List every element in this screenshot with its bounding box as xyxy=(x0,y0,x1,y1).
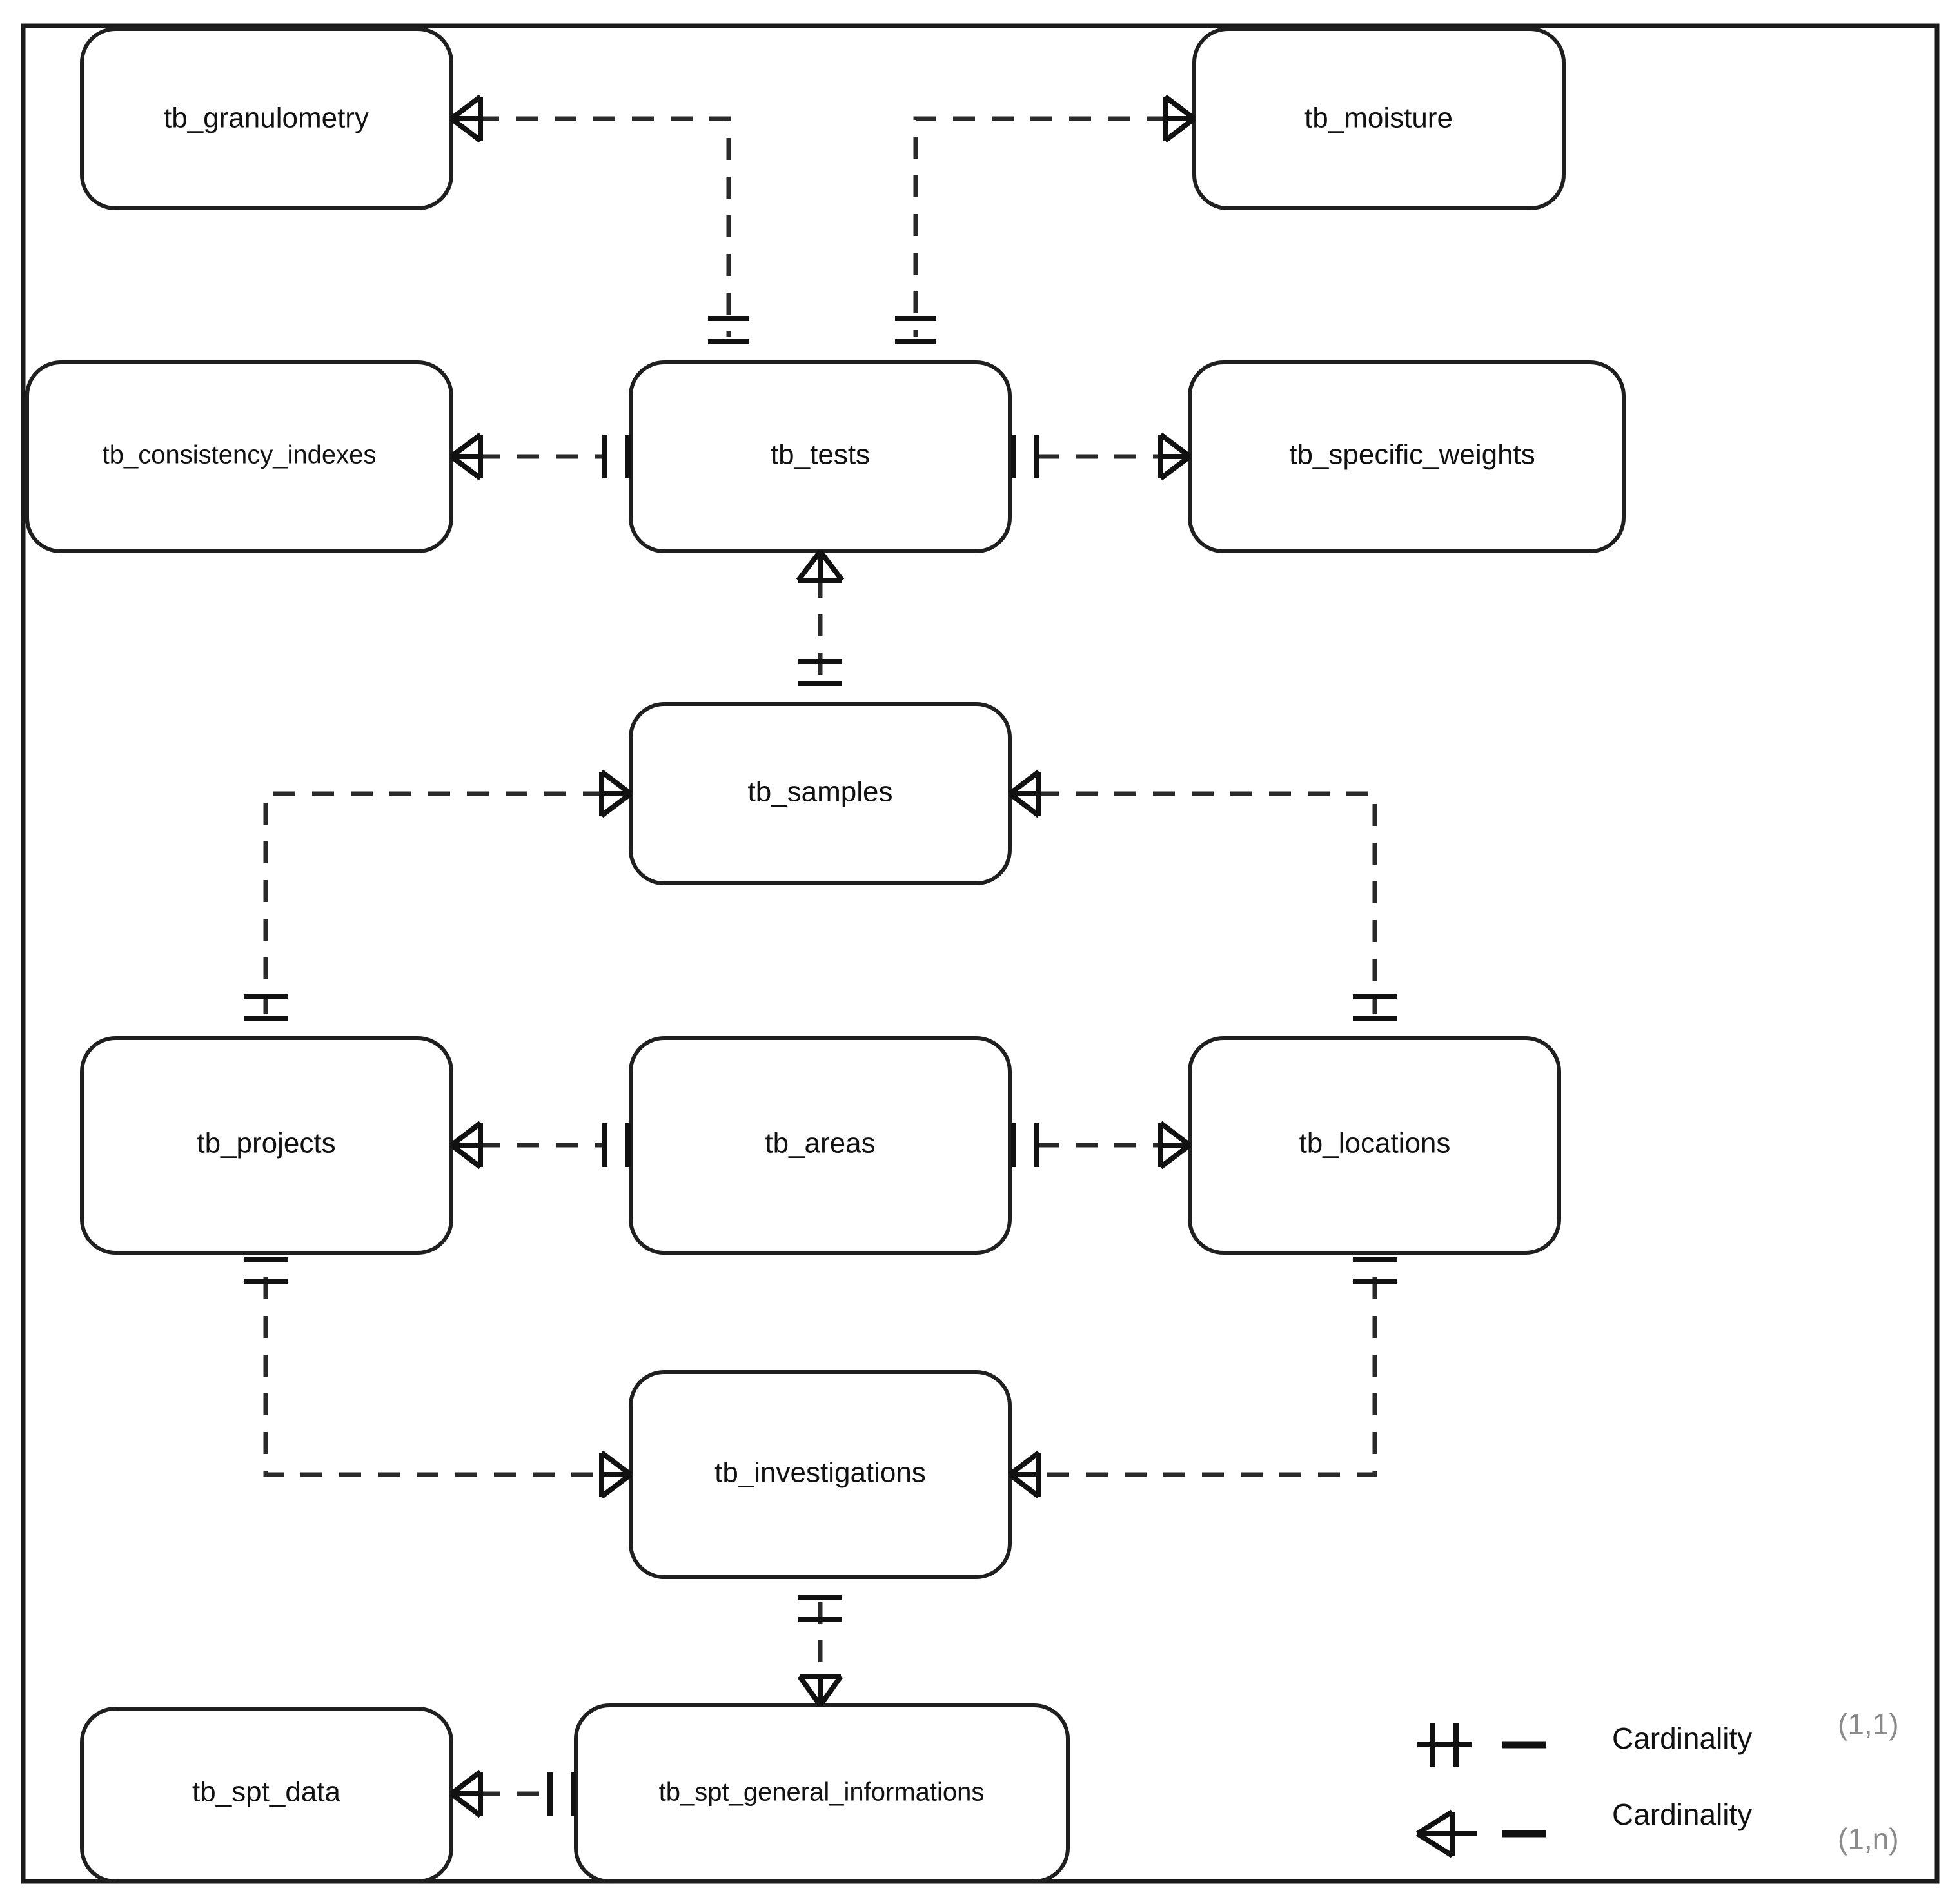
legend-value-one-one: (1,1) xyxy=(1838,1707,1899,1741)
crows-foot-icon-projects-right xyxy=(449,1121,483,1170)
link-granulometry-tests xyxy=(477,116,731,337)
relationship-lines xyxy=(263,116,1377,1796)
link-moisture-tests xyxy=(913,116,1168,337)
entity-tb-specific-weights[interactable]: tb_specific_weights xyxy=(1188,360,1626,553)
double-bar-icon-tests-left xyxy=(602,435,631,478)
crows-foot-icon-investigations-right xyxy=(1008,1450,1041,1499)
entity-tb-locations[interactable]: tb_locations xyxy=(1188,1036,1561,1255)
legend-value-one-n: (1,n) xyxy=(1838,1822,1899,1856)
crows-foot-icon-investigations-left xyxy=(599,1450,633,1499)
double-bar-icon-tests-top-left xyxy=(708,316,749,344)
entity-label-tb-consistency-indexes: tb_consistency_indexes xyxy=(103,441,377,469)
link-samples-locations xyxy=(1037,791,1377,1014)
crows-foot-icon-sptgeneral-top xyxy=(797,1674,843,1707)
double-bar-icon-samples-top xyxy=(798,659,842,686)
cardinality-markers xyxy=(244,94,1397,1818)
crows-foot-icon-legend xyxy=(1415,1809,1477,1858)
double-bar-icon-projects-top xyxy=(244,994,288,1021)
entity-label-tb-specific-weights: tb_specific_weights xyxy=(1289,439,1535,471)
double-bar-icon-areas-right xyxy=(1011,1123,1039,1167)
legend-row-one-one: Cardinality (1,1) xyxy=(1417,1707,1899,1767)
entity-tb-projects[interactable]: tb_projects xyxy=(80,1036,453,1255)
entity-label-tb-granulometry: tb_granulometry xyxy=(164,103,369,134)
entity-tb-spt-general-informations[interactable]: tb_spt_general_informations xyxy=(574,1703,1070,1883)
double-bar-icon-sptgeneral-left xyxy=(547,1772,576,1816)
legend: Cardinality (1,1) Cardinality (1,n) xyxy=(1415,1707,1899,1858)
entity-label-tb-moisture: tb_moisture xyxy=(1304,103,1453,134)
crows-foot-icon-specificweights-left xyxy=(1158,432,1192,481)
double-bar-icon-tests-top-right xyxy=(895,316,936,344)
entity-tb-tests[interactable]: tb_tests xyxy=(629,360,1012,553)
entity-boxes: tb_granulometry tb_moisture tb_consisten… xyxy=(25,27,1626,1883)
crows-foot-icon-granulometry-right xyxy=(449,94,483,143)
entity-label-tb-investigations: tb_investigations xyxy=(714,1457,926,1489)
entity-label-tb-areas: tb_areas xyxy=(765,1128,875,1159)
legend-label-one-n: Cardinality xyxy=(1612,1798,1752,1831)
link-locations-investigations xyxy=(1037,1277,1377,1477)
double-bar-icon-investigations-bottom xyxy=(798,1595,842,1622)
double-bar-icon-legend xyxy=(1417,1723,1472,1767)
entity-label-tb-projects: tb_projects xyxy=(197,1128,335,1159)
entity-tb-areas[interactable]: tb_areas xyxy=(629,1036,1012,1255)
crows-foot-icon-sptdata-right xyxy=(449,1769,483,1818)
entity-label-tb-spt-general-informations: tb_spt_general_informations xyxy=(659,1778,985,1807)
link-samples-projects xyxy=(263,791,605,1014)
entity-label-tb-locations: tb_locations xyxy=(1299,1128,1451,1159)
double-bar-icon-locations-bottom xyxy=(1353,1257,1397,1284)
crows-foot-icon-locations-left xyxy=(1158,1121,1192,1170)
crows-foot-icon-moisture-left xyxy=(1163,94,1196,143)
double-bar-icon-projects-bottom xyxy=(244,1257,288,1284)
crows-foot-icon-samples-right xyxy=(1008,769,1041,818)
crows-foot-icon-samples-left xyxy=(599,769,633,818)
entity-tb-spt-data[interactable]: tb_spt_data xyxy=(80,1707,453,1883)
legend-row-one-n: Cardinality (1,n) xyxy=(1415,1798,1899,1858)
entity-label-tb-tests: tb_tests xyxy=(771,439,870,471)
entity-tb-moisture[interactable]: tb_moisture xyxy=(1192,27,1566,210)
double-bar-icon-tests-right xyxy=(1011,435,1039,478)
entity-label-tb-spt-data: tb_spt_data xyxy=(192,1776,340,1808)
link-projects-investigations xyxy=(263,1277,605,1477)
double-bar-icon-areas-left xyxy=(602,1123,631,1167)
entity-tb-consistency-indexes[interactable]: tb_consistency_indexes xyxy=(25,360,453,553)
entity-tb-samples[interactable]: tb_samples xyxy=(629,702,1012,885)
entity-tb-granulometry[interactable]: tb_granulometry xyxy=(80,27,453,210)
crows-foot-icon-consistency-right xyxy=(449,432,483,481)
legend-label-one-one: Cardinality xyxy=(1612,1722,1752,1755)
entity-label-tb-samples: tb_samples xyxy=(747,776,892,808)
double-bar-icon-locations-top xyxy=(1353,994,1397,1021)
entity-tb-investigations[interactable]: tb_investigations xyxy=(629,1370,1012,1579)
crows-foot-icon-tests-bottom xyxy=(796,549,845,583)
diagram-frame xyxy=(21,23,1940,1884)
